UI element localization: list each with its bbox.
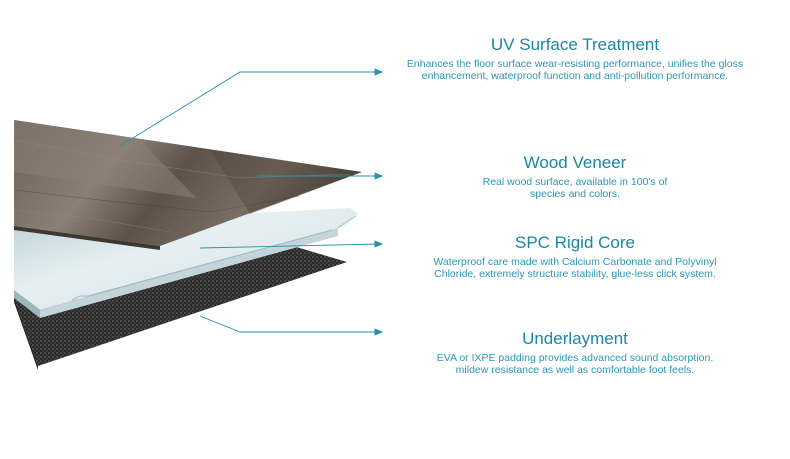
- underlayment-title: Underlayment: [522, 329, 628, 348]
- leader-arrow-underlayment: [374, 328, 384, 336]
- uv-surface-title: UV Surface Treatment: [490, 35, 660, 54]
- uv-surface-desc-line-1: Enhances the floor surface wear-resistin…: [406, 58, 744, 70]
- click-groove-line: [71, 229, 333, 301]
- wood-veneer-layer: [13, 120, 362, 250]
- spc-core-desc-line-2: Chloride, extremely structure stability,…: [434, 268, 716, 280]
- underlayment-edge: [14, 298, 38, 370]
- leader-arrow-core: [374, 240, 384, 248]
- wood-grain-shadow: [210, 150, 362, 214]
- uv-surface-desc-line-2: enhancement, waterproof function and ant…: [421, 70, 729, 82]
- click-tongue-line: [337, 215, 357, 229]
- leader-arrow-uv: [374, 68, 384, 76]
- underlayment-desc-line-1: EVA or IXPE padding provides advanced so…: [436, 352, 714, 364]
- core-side-front: [40, 228, 338, 318]
- leader-line-underlayment: [199, 315, 378, 333]
- underlayment-desc-line-2: mildew resistance as well as comfortable…: [455, 364, 695, 376]
- spc-core-desc-line-1: Waterproof care made with Calcium Carbon…: [433, 256, 717, 268]
- wood-veneer-desc-line-1: Real wood surface, available in 100's of: [482, 176, 668, 188]
- spc-core-label-group: SPC Rigid Core Waterproof care made with…: [380, 232, 770, 280]
- uv-surface-label-group: UV Surface Treatment Enhances the floor …: [380, 34, 770, 82]
- wood-veneer-title: Wood Veneer: [523, 153, 627, 172]
- leader-line-core: [199, 243, 379, 249]
- leader-arrow-wood: [374, 172, 384, 180]
- wood-veneer-desc-line-2: species and colors.: [530, 188, 620, 200]
- underlayment-layer: [14, 246, 347, 370]
- wood-grain-line-3: [13, 209, 171, 233]
- underlayment-surface: [14, 246, 347, 366]
- underlayment-label-group: Underlayment EVA or IXPE padding provide…: [380, 328, 770, 376]
- wood-edge: [14, 226, 160, 250]
- leader-lines: [119, 68, 384, 336]
- core-side-left: [14, 290, 40, 318]
- wood-veneer-label-group: Wood Veneer Real wood surface, available…: [380, 152, 770, 200]
- wood-grain-line-2: [13, 189, 301, 213]
- spc-core-title: SPC Rigid Core: [515, 233, 635, 252]
- leader-line-uv: [119, 71, 378, 147]
- wood-grain-highlight: [14, 120, 196, 198]
